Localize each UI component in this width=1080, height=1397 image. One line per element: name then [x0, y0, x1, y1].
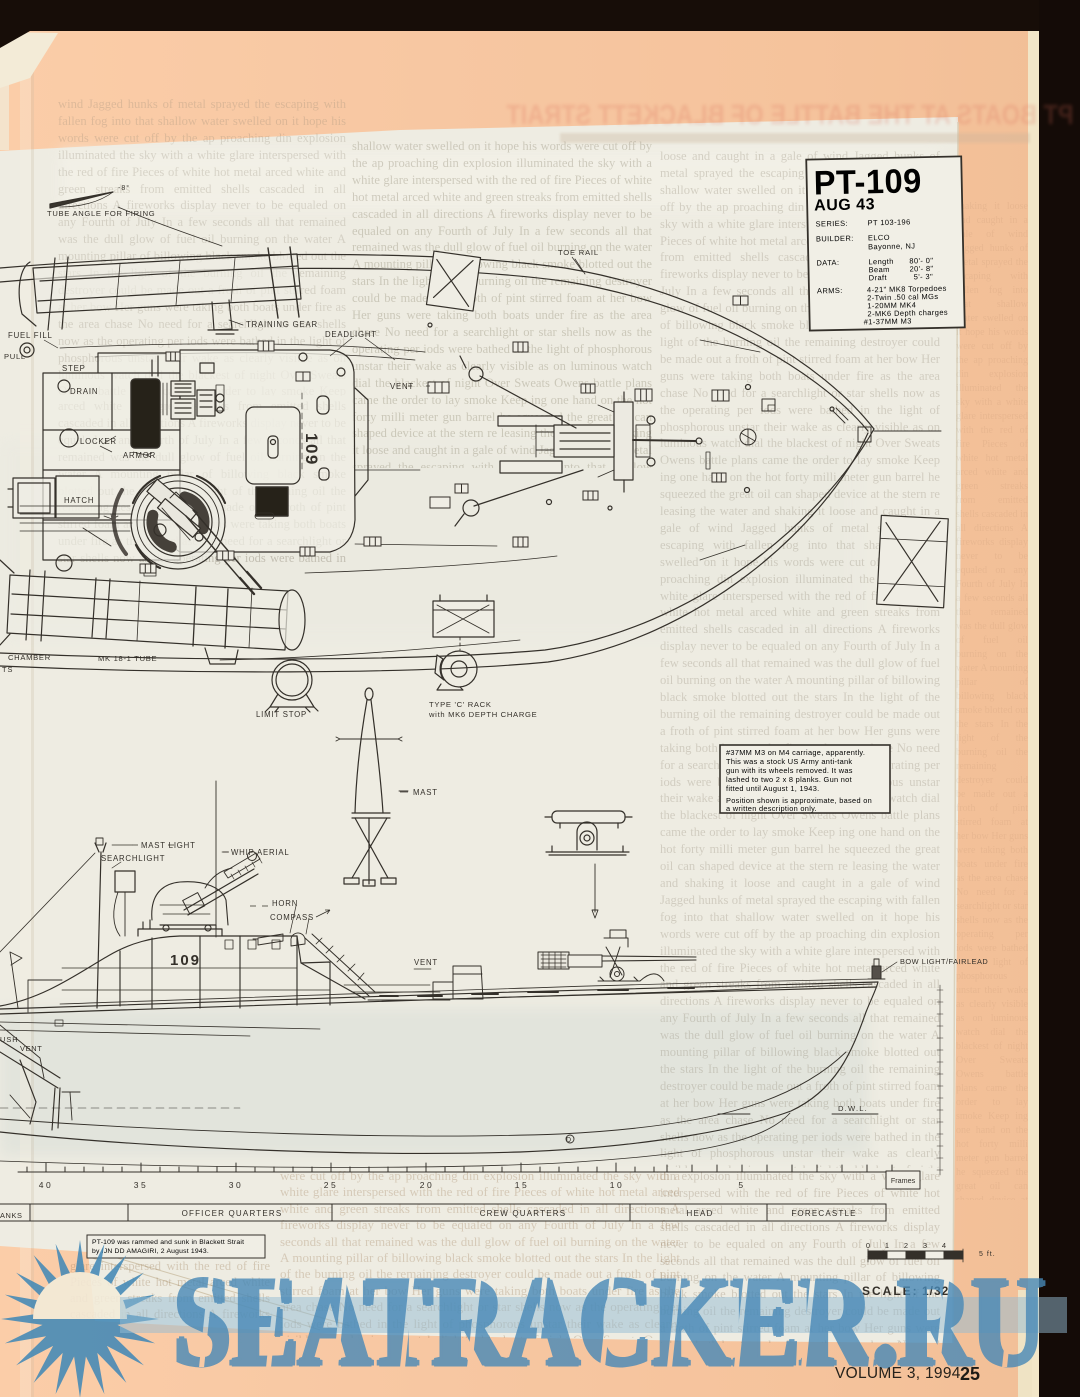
svg-text:109: 109: [302, 433, 321, 466]
svg-text:15: 15: [515, 1180, 529, 1190]
svg-text:TRAINING GEAR: TRAINING GEAR: [246, 320, 318, 329]
svg-text:2: 2: [904, 1241, 908, 1250]
svg-text:1-20MM MK4: 1-20MM MK4: [867, 300, 916, 310]
svg-text:FORECASTLE: FORECASTLE: [791, 1209, 856, 1218]
svg-text:10: 10: [610, 1180, 624, 1190]
svg-text:PULL: PULL: [4, 352, 26, 361]
svg-text:Beam: Beam: [868, 265, 889, 274]
svg-text:STEP: STEP: [62, 364, 86, 373]
svg-text:BOW LIGHT/FAIRLEAD: BOW LIGHT/FAIRLEAD: [900, 957, 988, 966]
svg-text:COMPASS: COMPASS: [270, 913, 314, 922]
svg-text:PT-109: PT-109: [813, 163, 922, 203]
svg-text:SEATRACKER.RU: SEATRACKER.RU: [174, 1252, 1045, 1394]
svg-text:lashed to two 2 x 8 planks. G: lashed to two 2 x 8 planks. Gun not: [726, 775, 852, 784]
svg-text:1: 1: [885, 1241, 889, 1250]
svg-text:3: 3: [923, 1241, 927, 1250]
svg-text:a written description only.: a written description only.: [726, 804, 817, 813]
svg-text:Bayonne, NJ: Bayonne, NJ: [868, 241, 916, 251]
svg-text:TUBE ANGLE FOR FIRING: TUBE ANGLE FOR FIRING: [47, 209, 155, 218]
svg-text:25: 25: [324, 1180, 338, 1190]
svg-text:WHIP AERIAL: WHIP AERIAL: [231, 848, 290, 857]
svg-text:ELCO: ELCO: [868, 233, 890, 242]
svg-text:HATCH: HATCH: [64, 496, 94, 505]
svg-text:CHAMBER: CHAMBER: [8, 653, 51, 662]
svg-text:TYPE 'C' RACK: TYPE 'C' RACK: [429, 700, 492, 709]
svg-text:5'- 3": 5'- 3": [914, 272, 934, 281]
svg-text:FUEL FILL: FUEL FILL: [8, 331, 53, 340]
svg-text:40: 40: [39, 1180, 53, 1190]
svg-text:ANKS: ANKS: [0, 1211, 23, 1220]
svg-text:DRAIN: DRAIN: [70, 387, 98, 396]
svg-text:35: 35: [134, 1180, 148, 1190]
svg-text:CREW QUARTERS: CREW QUARTERS: [480, 1209, 567, 1218]
svg-text:Length: Length: [868, 257, 894, 267]
svg-text:2-Twin .50 cal MGs: 2-Twin .50 cal MGs: [867, 292, 939, 302]
svg-text:with MK6 DEPTH CHARGE: with MK6 DEPTH CHARGE: [428, 710, 537, 719]
svg-text:SEARCHLIGHT: SEARCHLIGHT: [101, 854, 165, 863]
svg-text:30: 30: [229, 1180, 243, 1190]
svg-text:VENT: VENT: [414, 958, 438, 967]
svg-text:PT BOATS AT THE BATTLE OF BLAC: PT BOATS AT THE BATTLE OF BLACKETT STRAI…: [506, 100, 1073, 130]
svg-text:109: 109: [170, 952, 201, 969]
svg-text:BUILDER:: BUILDER:: [816, 234, 854, 244]
svg-text:DATA:: DATA:: [816, 258, 839, 267]
svg-text:AUG 43: AUG 43: [814, 196, 875, 214]
svg-text:Position shown is approximate,: Position shown is approximate, based on: [726, 796, 872, 805]
svg-text:ARMS:: ARMS:: [817, 286, 843, 296]
svg-text:MAST: MAST: [413, 788, 438, 797]
svg-text:4: 4: [942, 1241, 946, 1250]
svg-text:-8°: -8°: [118, 184, 130, 192]
svg-text:USH: USH: [0, 1035, 19, 1044]
svg-text:Draft: Draft: [869, 273, 888, 282]
svg-text:PT 103-196: PT 103-196: [867, 217, 910, 227]
svg-text:#37MM M3 on M4 carriage, appa: #37MM M3 on M4 carriage, apparently.: [726, 748, 865, 757]
svg-text:DEADLIGHT: DEADLIGHT: [325, 330, 377, 339]
svg-text:SERIES:: SERIES:: [815, 219, 848, 229]
svg-text:TS: TS: [2, 665, 13, 674]
svg-text:Frames: Frames: [891, 1176, 916, 1185]
svg-text:D: D: [566, 1137, 572, 1144]
svg-text:SEATRACKER.RU: SEATRACKER.RU: [174, 1249, 1045, 1391]
svg-text:20'- 8": 20'- 8": [909, 264, 933, 274]
svg-text:OFFICER QUARTERS: OFFICER QUARTERS: [182, 1209, 283, 1218]
svg-text:MK 18-1 TUBE: MK 18-1 TUBE: [98, 654, 157, 663]
svg-text:0: 0: [866, 1241, 870, 1250]
svg-text:25: 25: [960, 1364, 980, 1384]
svg-text:D.W.L.: D.W.L.: [838, 1104, 868, 1113]
svg-text:HORN: HORN: [272, 899, 298, 908]
svg-text:by IJN DD AMAGIRI, 2 August 1: by IJN DD AMAGIRI, 2 August 1943.: [92, 1248, 209, 1255]
svg-text:LOCKER: LOCKER: [80, 437, 117, 446]
svg-text:5: 5: [738, 1180, 745, 1190]
svg-text:VENT: VENT: [390, 382, 414, 391]
svg-text:This was a stock US Army anti-: This was a stock US Army anti-tank: [726, 757, 852, 766]
svg-text:VOLUME 3, 1994: VOLUME 3, 1994: [835, 1365, 961, 1382]
svg-text:fitted until August 1, 1943.: fitted until August 1, 1943.: [726, 784, 819, 793]
svg-text:1/32: 1/32: [922, 1284, 949, 1298]
svg-text:TOE RAIL: TOE RAIL: [558, 248, 599, 257]
svg-text:SCALE:: SCALE:: [862, 1284, 919, 1298]
svg-text:MAST LIGHT: MAST LIGHT: [141, 841, 196, 850]
svg-text:PT-109 was rammed and sunk in: PT-109 was rammed and sunk in Blackett S…: [92, 1239, 244, 1246]
svg-text:#1-37MM M3: #1-37MM M3: [864, 316, 912, 326]
svg-text:ARMOR: ARMOR: [123, 451, 156, 460]
svg-text:LIMIT STOP: LIMIT STOP: [256, 710, 307, 719]
svg-text:SEATRACKER.RU: SEATRACKER.RU: [177, 1251, 1048, 1393]
svg-text:2-MK6 Depth charges: 2-MK6 Depth charges: [867, 308, 948, 319]
svg-text:4-21" MK8 Torpedoes: 4-21" MK8 Torpedoes: [867, 284, 947, 295]
svg-text:SEATRACKER.RU: SEATRACKER.RU: [172, 1251, 1043, 1393]
svg-text:VENT: VENT: [20, 1044, 43, 1053]
svg-text:80'- 0": 80'- 0": [909, 256, 933, 266]
svg-text:5 ft.: 5 ft.: [979, 1251, 996, 1258]
svg-text:gun with its wheels removed.: gun with its wheels removed. It was: [726, 766, 853, 775]
svg-text:20: 20: [420, 1180, 434, 1190]
svg-text:HEAD: HEAD: [686, 1209, 713, 1218]
